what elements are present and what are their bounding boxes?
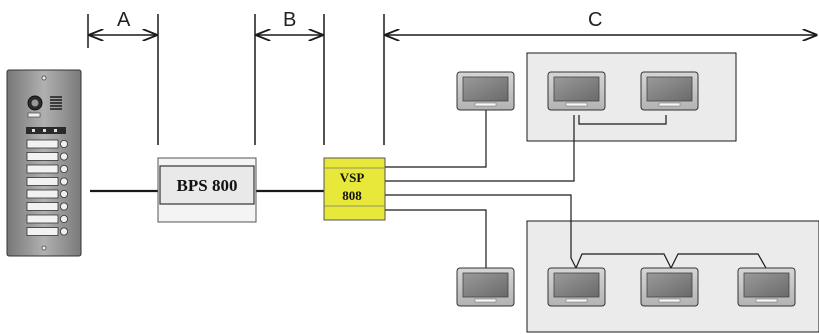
panel-screw-bottom [41,245,47,251]
door-panel [6,69,82,257]
power-supply-label: BPS 800 [177,176,238,195]
name-button [26,189,69,199]
wire-to-single-monitor-top [384,108,487,168]
video-splitter-label-line2: 808 [342,188,362,203]
monitors [456,71,796,307]
panel-screw-top [41,75,47,81]
monitor-single-top [456,71,515,111]
wire-to-top-group [384,115,575,182]
name-button [26,152,69,161]
name-button [26,202,69,211]
dimension-c-label: C [588,9,602,31]
name-button [26,177,69,186]
wire-to-single-monitor-bottom [384,209,487,268]
monitor-bottom-group-1 [547,267,606,307]
monitor-bottom-group-3 [737,267,796,307]
wire-top-group-link [578,115,667,125]
monitor-bottom-group-2 [640,267,699,307]
power-supply-unit: BPS 800 [157,157,257,223]
name-buttons [26,139,69,236]
name-button [26,227,69,236]
name-button [26,164,69,174]
dimension-b-label: B [283,9,296,31]
name-button [26,214,69,224]
dimension-markers [87,14,816,145]
monitor-top-group-2 [640,71,699,111]
dimension-a-label: A [117,9,131,31]
video-splitter: VSP 808 [323,157,386,221]
camera-icon [27,95,43,118]
monitor-top-group-1 [547,71,606,111]
video-splitter-label-line1: VSP [340,170,365,185]
wire-to-bottom-group [384,194,577,269]
name-button [26,139,69,149]
speaker-grille-icon [50,96,62,110]
panel-indicator-strip [26,127,66,134]
monitor-single-bottom [456,267,515,307]
